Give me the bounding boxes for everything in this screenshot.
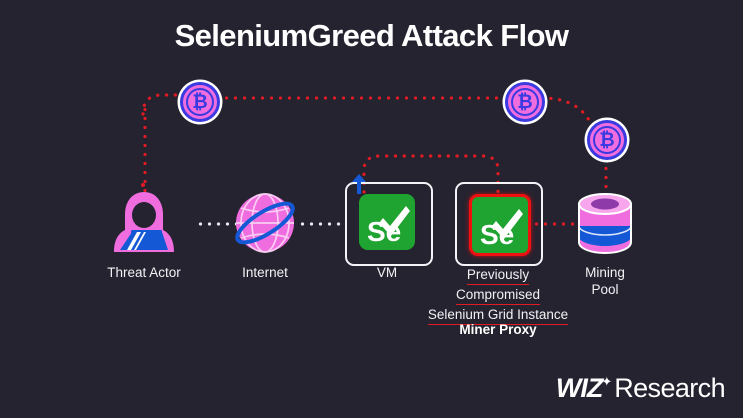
mining-pool-label-line-1: Mining [585, 265, 625, 280]
node-label-vm: VM [376, 265, 398, 280]
flow-line-coin1-coin2 [222, 96, 505, 100]
database-cylinder-icon [578, 193, 632, 254]
flow-curve-threat-actor-corner [141, 93, 184, 116]
flow-line-internet-vm [298, 222, 346, 226]
wiz-research-logo: WIZ ✦ Research [555, 373, 726, 404]
cursor-pin-icon [352, 174, 366, 194]
node-label-compromised: Previously Compromised Selenium Grid Ins… [405, 265, 591, 326]
svg-text:Se: Se [367, 216, 401, 247]
coin-inner-ring [186, 88, 214, 116]
compromised-label-line-3: Selenium Grid Instance [405, 305, 591, 326]
svg-text:Se: Se [480, 219, 514, 250]
page-title: SeleniumGreed Attack Flow [174, 18, 569, 53]
bitcoin-symbol: ₿ [599, 129, 615, 151]
flow-origin-dot [141, 183, 145, 187]
node-label-internet: Internet [242, 265, 288, 280]
research-wordmark: Research [614, 373, 725, 403]
flow-line-threat-actor-up [143, 105, 147, 205]
compromised-container-box [455, 182, 543, 266]
node-sublabel-miner-proxy: Miner Proxy [459, 322, 537, 337]
wiz-wordmark: WIZ [555, 373, 603, 403]
selenium-logo-flagged-icon: Se [469, 194, 531, 256]
compromised-label-line-2: Compromised [405, 285, 591, 306]
compromised-label-line-1: Previously [405, 265, 591, 286]
node-label-threat-actor: Threat Actor [107, 265, 181, 280]
flow-line-compromised-mining-pool [532, 222, 584, 226]
coin-inner-ring [593, 126, 621, 154]
bitcoin-symbol: ₿ [192, 91, 208, 113]
flow-line-coin3-mining-pool [604, 164, 608, 198]
bitcoin-coin-1: ₿ [180, 82, 220, 122]
bitcoin-symbol: ₿ [517, 91, 533, 113]
mining-pool-label-line-2: Pool [591, 281, 619, 297]
hacker-icon [114, 192, 174, 252]
flow-line-threat-actor-internet [196, 222, 244, 226]
vm-container-box [345, 182, 433, 266]
sparkle-icon: ✦ [601, 374, 613, 389]
globe-icon [235, 193, 295, 253]
bitcoin-coin-2: ₿ [505, 82, 545, 122]
bitcoin-coin-3: ₿ [587, 120, 627, 160]
coin-inner-ring [511, 88, 539, 116]
flow-curve-vm-to-compromised [362, 154, 500, 194]
selenium-logo-icon: Se [359, 194, 415, 250]
node-label-mining-pool: Mining Pool [547, 265, 663, 299]
